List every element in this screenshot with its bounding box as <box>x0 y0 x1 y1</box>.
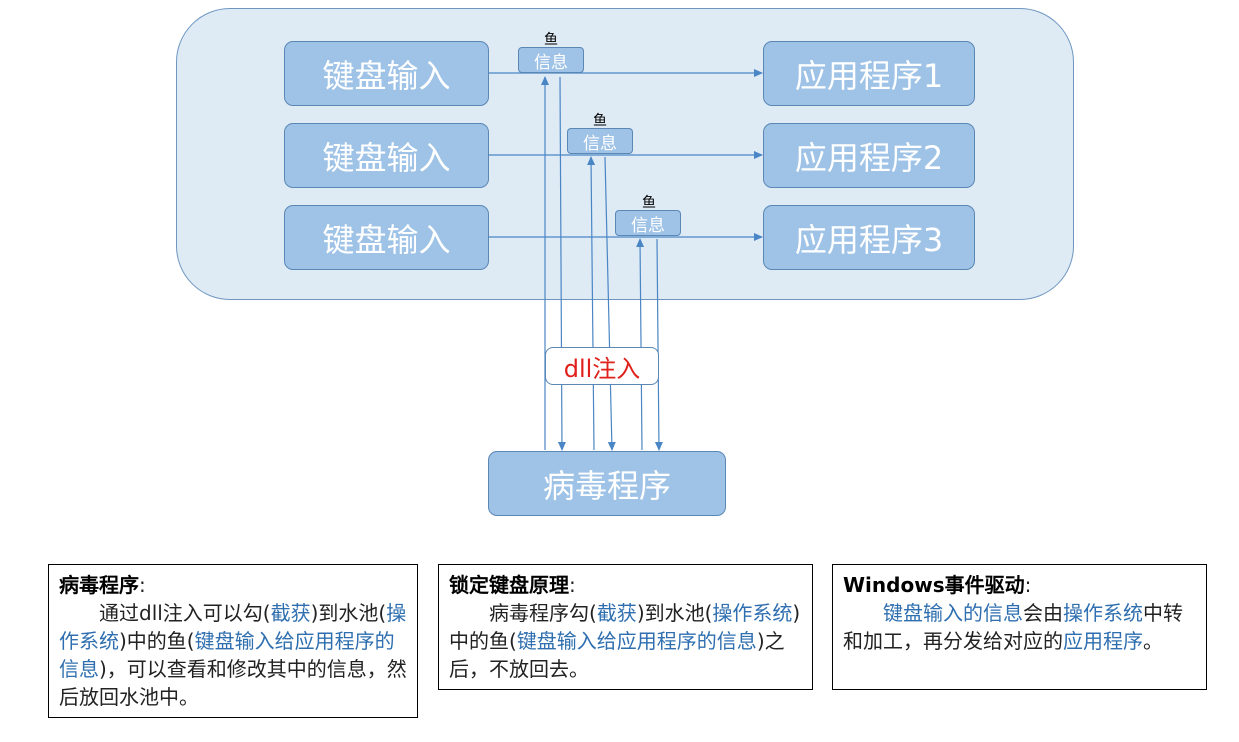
keyboard-input-label: 键盘输入 <box>322 56 451 95</box>
fish-label-3: 鱼 <box>642 195 656 211</box>
note-colon: : <box>569 573 576 597</box>
message-1: 信息 <box>518 47 584 73</box>
note-highlight-text: 截获 <box>596 601 637 625</box>
note-body: 键盘输入的信息会由操作系统中转和加工，再分发给对应的应用程序。 <box>843 599 1196 655</box>
note-body: 病毒程序勾(截获)到水池(操作系统)中的鱼(键盘输入给应用程序的信息)之后，不放… <box>449 599 802 683</box>
note-body: 通过dll注入可以勾(截获)到水池(操作系统)中的鱼(键盘输入给应用程序的信息)… <box>59 599 407 711</box>
note-title-text: 锁定键盘原理 <box>449 573 569 597</box>
note-title: Windows事件驱动: <box>843 571 1196 599</box>
application-label: 应用程序3 <box>794 220 944 259</box>
capture-arrow-1 <box>557 76 566 451</box>
message-2: 信息 <box>567 128 633 154</box>
note-text: 中转和加工，再分发给对应的 <box>843 601 1183 653</box>
note-text: 病毒程序勾( <box>489 601 597 625</box>
note-text: )中的鱼( <box>449 601 801 653</box>
note-highlight-text: 截获 <box>270 601 311 625</box>
application-2: 应用程序2 <box>763 123 975 188</box>
note-highlight-text: 键盘输入给应用程序的信息 <box>516 629 757 653</box>
application-1: 应用程序1 <box>763 41 975 106</box>
return-arrow-2 <box>587 156 596 451</box>
fish-label-1: 鱼 <box>544 32 558 48</box>
note-colon: : <box>139 573 146 597</box>
note-title-text: 病毒程序 <box>59 573 139 597</box>
note-text: )中的鱼( <box>119 629 195 653</box>
note-colon: : <box>1024 573 1032 597</box>
note-text: 会由 <box>1023 601 1063 625</box>
note-highlight-text: 应用程序 <box>1063 629 1143 653</box>
dll-injection-text: dll注入 <box>563 354 641 383</box>
note-text: )之后，不放回去。 <box>449 629 785 681</box>
dll-injection-label: dll注入 <box>545 347 659 385</box>
note-text: 。 <box>1143 629 1163 653</box>
keyboard-input-1: 键盘输入 <box>284 41 489 106</box>
note-title: 锁定键盘原理: <box>449 571 802 599</box>
application-label: 应用程序2 <box>794 138 944 177</box>
note-highlight-text: 操作系统 <box>1063 601 1143 625</box>
note-highlight-text: 操作系统 <box>712 601 793 625</box>
note-text: )到水池( <box>310 601 387 625</box>
application-3: 应用程序3 <box>763 205 975 270</box>
fish-label-2: 鱼 <box>593 113 607 129</box>
note-windows-event-driven: Windows事件驱动: 键盘输入的信息会由操作系统中转和加工，再分发给对应的应… <box>832 564 1207 690</box>
note-text: 通过dll注入可以勾( <box>99 601 271 625</box>
note-highlight-text: 键盘输入的信息 <box>883 601 1023 625</box>
note-text: )，可以查看和修改其中的信息，然后放回水池中。 <box>59 657 407 709</box>
application-label: 应用程序1 <box>794 56 944 95</box>
note-keyboard-lock: 锁定键盘原理: 病毒程序勾(截获)到水池(操作系统)中的鱼(键盘输入给应用程序的… <box>438 564 813 690</box>
note-highlight-text: 操作系统 <box>59 601 407 653</box>
capture-arrow-2 <box>604 156 616 451</box>
capture-arrow-3 <box>654 238 663 451</box>
message-label: 信息 <box>583 133 617 154</box>
note-title-text: Windows事件驱动 <box>843 573 1025 597</box>
note-highlight-text: 键盘输入给应用程序的信息 <box>59 629 395 681</box>
keyboard-input-label: 键盘输入 <box>322 220 451 259</box>
message-3: 信息 <box>615 210 681 236</box>
note-title: 病毒程序: <box>59 571 407 599</box>
message-label: 信息 <box>631 215 665 236</box>
message-label: 信息 <box>534 52 568 73</box>
virus-program-label: 病毒程序 <box>542 466 671 505</box>
keyboard-input-label: 键盘输入 <box>322 138 451 177</box>
keyboard-input-3: 键盘输入 <box>284 205 489 270</box>
return-arrow-3 <box>636 238 645 451</box>
virus-program: 病毒程序 <box>488 451 726 516</box>
note-text: )到水池( <box>636 601 713 625</box>
keyboard-input-2: 键盘输入 <box>284 123 489 188</box>
note-virus-program: 病毒程序: 通过dll注入可以勾(截获)到水池(操作系统)中的鱼(键盘输入给应用… <box>48 564 418 718</box>
